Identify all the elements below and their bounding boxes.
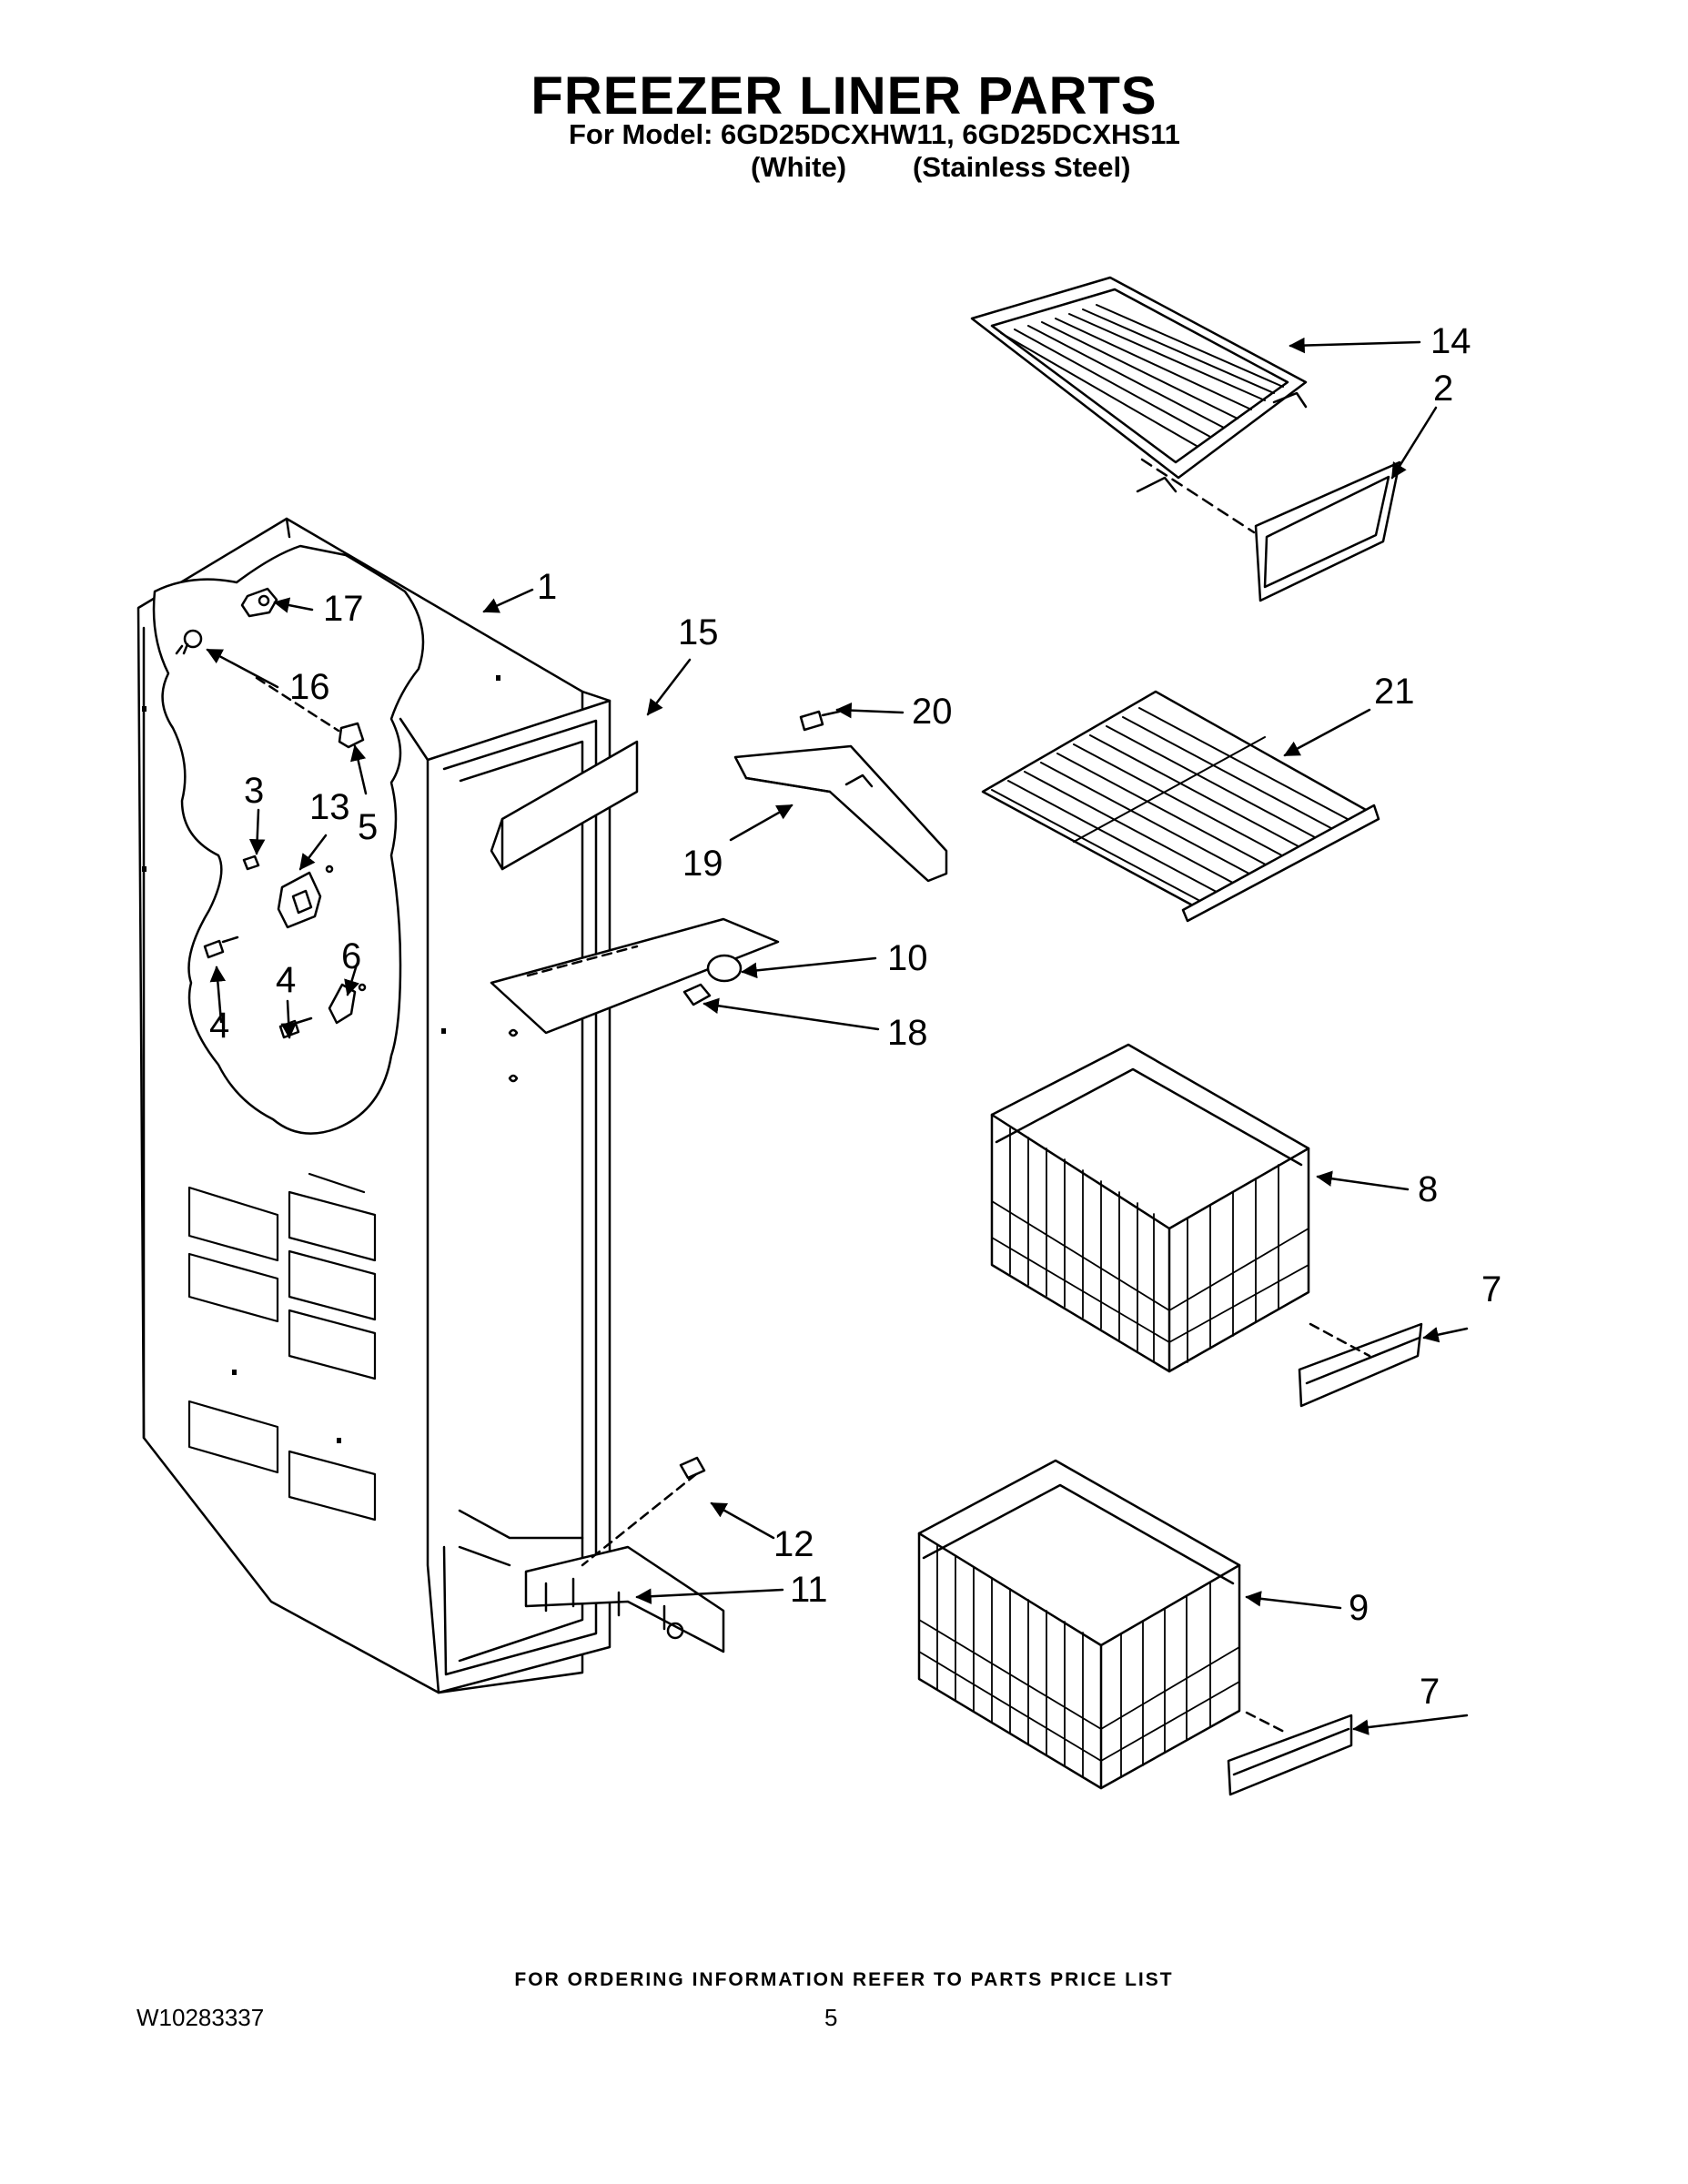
callout-10: 10 xyxy=(887,938,928,978)
callout-4b: 4 xyxy=(209,1006,229,1046)
callout-5: 5 xyxy=(358,807,378,847)
part-7-trim-upper xyxy=(1298,1322,1423,1408)
callout-11: 11 xyxy=(790,1570,828,1610)
callout-19: 19 xyxy=(682,844,723,884)
callout-2: 2 xyxy=(1433,369,1453,409)
callout-16: 16 xyxy=(289,667,330,707)
page-number: 5 xyxy=(824,2004,838,2031)
variant-white-label: (White) xyxy=(751,151,847,183)
callout-9: 9 xyxy=(1349,1588,1369,1628)
callout-15: 15 xyxy=(678,612,719,652)
part-8-basket xyxy=(990,1043,1310,1373)
callout-1: 1 xyxy=(537,567,557,607)
callout-13: 13 xyxy=(309,787,350,827)
callout-12: 12 xyxy=(773,1524,814,1564)
page-title: FREEZER LINER PARTS xyxy=(531,66,1157,126)
callout-labels: 1 2 3 4 4 4 5 6 7 7 8 9 10 11 12 13 14 1… xyxy=(209,321,1501,1712)
part-7-trim-lower xyxy=(1227,1711,1353,1796)
callout-6: 6 xyxy=(341,936,361,976)
callout-4c: 4 xyxy=(276,960,296,1000)
callout-3: 3 xyxy=(244,771,264,811)
part-11-grille xyxy=(524,1456,725,1653)
callout-7-lower: 7 xyxy=(1420,1672,1440,1712)
callout-7-upper: 7 xyxy=(1481,1269,1501,1309)
callout-8: 8 xyxy=(1418,1169,1438,1209)
variant-stainless-label: (Stainless Steel) xyxy=(913,151,1131,183)
callout-14: 14 xyxy=(1430,321,1471,361)
callout-18: 18 xyxy=(887,1013,928,1053)
part-9-basket xyxy=(917,1459,1241,1790)
model-line: For Model: 6GD25DCXHW11, 6GD25DCXHS11 xyxy=(569,118,1180,150)
part-10-18-fan xyxy=(490,917,780,1035)
ordering-note: FOR ORDERING INFORMATION REFER TO PARTS … xyxy=(514,1969,1174,1990)
callout-4a: 4 xyxy=(276,960,296,1000)
part-14-shelf xyxy=(970,276,1308,493)
freezer-liner xyxy=(136,517,612,1694)
document-number: W10283337 xyxy=(136,2004,265,2031)
part-21-wire-shelf xyxy=(981,690,1380,923)
part-2-frame xyxy=(1140,458,1401,602)
part-19-rail xyxy=(733,710,948,883)
leader-lines xyxy=(206,337,1469,1735)
part-15-cover xyxy=(490,740,639,871)
callout-17: 17 xyxy=(323,589,364,629)
callout-20: 20 xyxy=(912,692,953,732)
callout-21: 21 xyxy=(1374,672,1415,712)
